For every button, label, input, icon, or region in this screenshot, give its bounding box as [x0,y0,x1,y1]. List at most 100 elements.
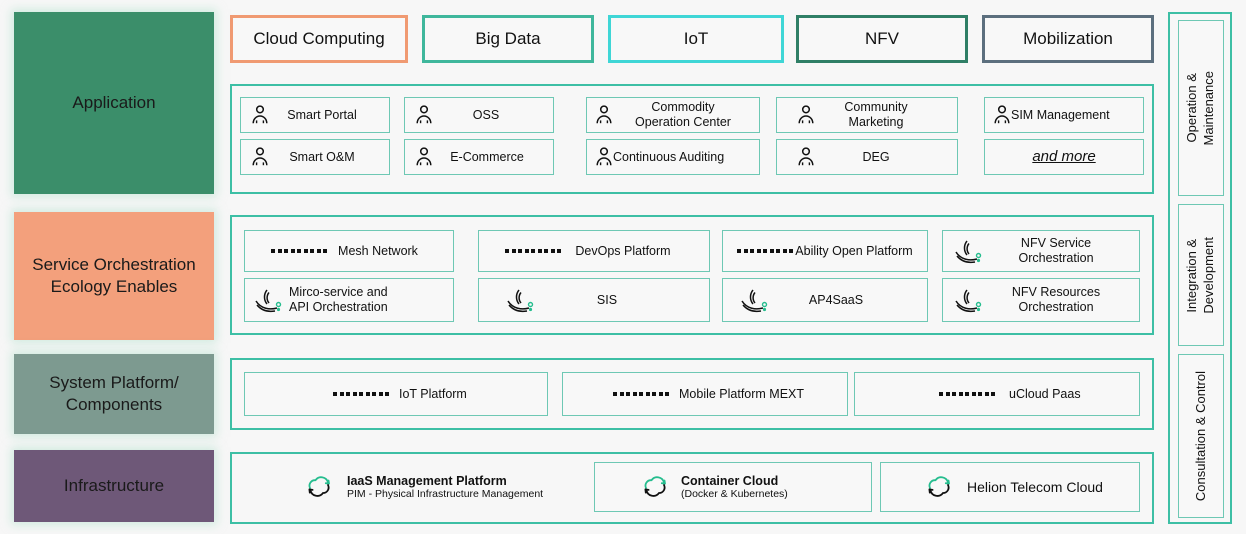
layer-label-infrastructure-text: Infrastructure [63,476,165,496]
layer-label-system-platform-text: System Platform/ Components [49,373,179,414]
svc-chip-nfv-resources-orchestration-label: NFV Resources Orchestration [1011,285,1101,314]
layer-label-service-orchestration: Service Orchestration Ecology Enables [14,212,214,340]
svc-chip-devops-platform[interactable]: DevOps Platform [478,230,710,272]
system-platform-panel: IoT Platform Mobile Platform MEXT uCloud… [230,358,1154,430]
tab-big-data-label: Big Data [475,29,541,48]
svc-chip-devops-platform-label: DevOps Platform [575,243,671,258]
layer-label-application-text: Application [72,93,156,113]
svc-chip-sis[interactable]: SIS [478,278,710,322]
person-icon [595,105,613,125]
infrastructure-panel: IaaS Management Platform PIM - Physical … [230,452,1154,524]
infra-chip-container-cloud[interactable]: Container Cloud (Docker & Kubernetes) [594,462,872,512]
app-chip-oss-label: OSS [472,107,500,122]
tab-cloud-computing[interactable]: Cloud Computing [230,15,408,63]
app-chip-e-commerce[interactable]: E-Commerce [404,139,554,175]
plat-chip-mobile-platform-mext[interactable]: Mobile Platform MEXT [562,372,848,416]
rail-item-consultation-control[interactable]: Consultation & Control [1178,354,1224,518]
infra-chip-container-cloud-text: Container Cloud (Docker & Kubernetes) [671,474,788,500]
orchestration-icon [953,238,983,264]
svc-chip-sis-label: SIS [596,292,618,307]
person-icon [797,105,815,125]
infra-subtitle: (Docker & Kubernetes) [681,488,788,500]
infra-chip-helion-telecom-cloud-label: Helion Telecom Cloud [967,478,1103,495]
svc-chip-mirco-service-api-orchestration[interactable]: Mirco-service and API Orchestration [244,278,454,322]
person-icon [797,147,815,167]
tab-mobilization-label: Mobilization [1023,29,1113,48]
svc-chip-nfv-service-orchestration[interactable]: NFV Service Orchestration [942,230,1140,272]
plat-chip-ucloud-paas-label: uCloud Paas [1009,386,1081,401]
svc-chip-nfv-resources-orchestration[interactable]: NFV Resources Orchestration [942,278,1140,322]
app-chip-smart-portal[interactable]: Smart Portal [240,97,390,133]
orchestration-icon [953,287,983,313]
infra-subtitle: PIM - Physical Infrastructure Management [347,488,544,500]
infra-chip-iaas-management-platform[interactable]: IaaS Management Platform PIM - Physical … [240,462,586,512]
person-icon [415,105,433,125]
plat-chip-mobile-platform-mext-label: Mobile Platform MEXT [679,386,805,401]
service-rail: Operation & Maintenance Integration & De… [1168,12,1232,524]
infra-title: IaaS Management Platform [347,474,507,488]
cloud-refresh-icon [923,474,955,500]
app-chip-community-marketing-label: Community Marketing [844,100,908,129]
infra-chip-iaas-management-platform-text: IaaS Management Platform PIM - Physical … [335,474,543,500]
rail-item-integration-development[interactable]: Integration & Development [1178,204,1224,346]
svc-chip-ap4saas[interactable]: AP4SaaS [722,278,928,322]
orchestration-icon [253,287,283,313]
plat-chip-iot-platform[interactable]: IoT Platform [244,372,548,416]
tab-cloud-computing-label: Cloud Computing [253,29,385,48]
svc-chip-nfv-service-orchestration-label: NFV Service Orchestration [1018,236,1094,265]
grid-dots-icon [271,249,327,253]
app-chip-smart-om-label: Smart O&M [289,149,355,164]
svc-chip-ability-open-platform-label: Ability Open Platform [795,243,913,258]
cloud-refresh-icon [639,474,671,500]
grid-dots-icon [613,392,669,396]
rail-item-operation-maintenance-label: Operation & Maintenance [1184,70,1216,146]
tab-iot[interactable]: IoT [608,15,784,63]
app-chip-smart-om[interactable]: Smart O&M [240,139,390,175]
app-chip-continuous-auditing[interactable]: Continuous Auditing [586,139,760,175]
service-orchestration-panel: Mesh Network DevOps Platform Ability Ope… [230,215,1154,335]
plat-chip-ucloud-paas[interactable]: uCloud Paas [854,372,1140,416]
app-chip-deg-label: DEG [862,149,890,164]
tab-nfv-label: NFV [865,29,899,48]
app-chip-commodity-operation-center-label: Commodity Operation Center [635,100,731,129]
person-icon [251,147,269,167]
tab-nfv[interactable]: NFV [796,15,968,63]
rail-item-consultation-control-label: Consultation & Control [1192,370,1208,502]
svc-chip-ap4saas-label: AP4SaaS [808,292,864,307]
grid-dots-icon [505,249,561,253]
svc-chip-mesh-network-label: Mesh Network [338,243,418,258]
app-chip-oss[interactable]: OSS [404,97,554,133]
layer-label-system-platform: System Platform/ Components [14,354,214,434]
layer-label-application: Application [14,12,214,194]
app-chip-sim-management-label: SIM Management [1011,107,1110,122]
infra-chip-helion-telecom-cloud[interactable]: Helion Telecom Cloud [880,462,1140,512]
person-icon [251,105,269,125]
grid-dots-icon [333,392,389,396]
person-icon [595,147,613,167]
layer-label-infrastructure: Infrastructure [14,450,214,522]
app-chip-community-marketing[interactable]: Community Marketing [776,97,958,133]
app-chip-deg[interactable]: DEG [776,139,958,175]
tab-iot-label: IoT [683,29,709,48]
svc-chip-mesh-network[interactable]: Mesh Network [244,230,454,272]
rail-item-integration-development-label: Integration & Development [1184,236,1216,314]
svc-chip-mirco-service-api-orchestration-label: Mirco-service and API Orchestration [289,285,388,314]
app-chip-sim-management[interactable]: SIM Management [984,97,1144,133]
app-chip-smart-portal-label: Smart Portal [287,107,357,122]
tab-mobilization[interactable]: Mobilization [982,15,1154,63]
cloud-refresh-icon [303,474,335,500]
plat-chip-iot-platform-label: IoT Platform [399,386,467,401]
orchestration-icon [505,287,535,313]
app-chip-and-more[interactable]: and more [984,139,1144,175]
layer-label-service-orchestration-text: Service Orchestration Ecology Enables [32,255,196,296]
tab-big-data[interactable]: Big Data [422,15,594,63]
infra-title: Container Cloud [681,474,779,488]
grid-dots-icon [737,249,793,253]
person-icon [415,147,433,167]
rail-item-operation-maintenance[interactable]: Operation & Maintenance [1178,20,1224,196]
app-chip-commodity-operation-center[interactable]: Commodity Operation Center [586,97,760,133]
svc-chip-ability-open-platform[interactable]: Ability Open Platform [722,230,928,272]
application-panel: Smart Portal OSS [230,84,1154,194]
person-icon [993,105,1011,125]
